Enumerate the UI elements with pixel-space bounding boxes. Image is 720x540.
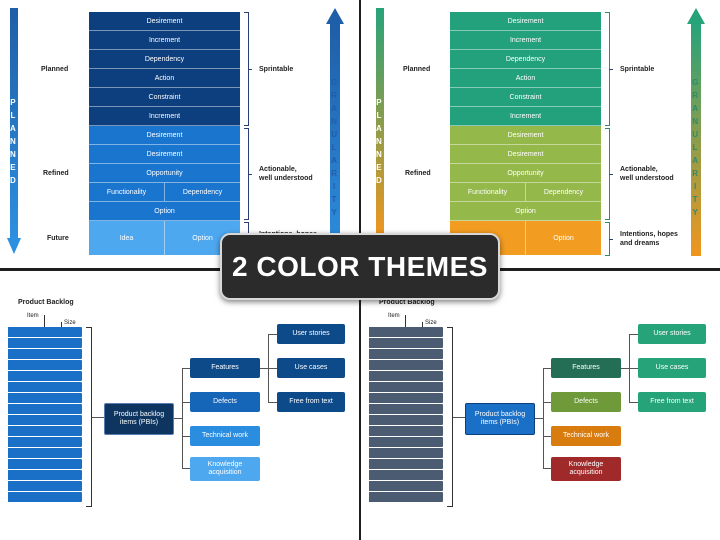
planned-level-label: Planned bbox=[41, 66, 69, 73]
refined-brace bbox=[244, 128, 252, 220]
defects-box: Defects bbox=[551, 392, 621, 412]
size-label: Size bbox=[425, 320, 437, 326]
backlog-brace bbox=[86, 327, 92, 507]
backlog-bars bbox=[8, 327, 82, 503]
stack-row: Action bbox=[89, 69, 240, 88]
color-themes-banner: 2 COLOR THEMES bbox=[220, 233, 500, 300]
backlog-stack: Desirement Increment Dependency Action C… bbox=[450, 12, 601, 255]
stack-row: Option bbox=[89, 202, 240, 221]
use-cases-box: Use cases bbox=[638, 358, 706, 378]
features-box: Features bbox=[551, 358, 621, 378]
stack-row: Desirement bbox=[89, 12, 240, 31]
product-backlog-title: Product Backlog bbox=[18, 299, 74, 306]
sprintable-label: Sprintable bbox=[620, 66, 655, 73]
stack-row: Opportunity bbox=[450, 164, 601, 183]
size-tick bbox=[61, 322, 62, 327]
size-tick bbox=[422, 322, 423, 327]
planned-brace bbox=[605, 12, 613, 126]
banner-text: 2 COLOR THEMES bbox=[232, 250, 488, 282]
backlog-stack: Desirement Increment Dependency Action C… bbox=[89, 12, 240, 255]
stack-row: Desirement bbox=[450, 126, 601, 145]
stack-row: Increment bbox=[89, 107, 240, 126]
stack-row: Action bbox=[450, 69, 601, 88]
stack-row: Desirement bbox=[89, 145, 240, 164]
stack-row: Dependency bbox=[450, 50, 601, 69]
stack-row: Desirement bbox=[450, 145, 601, 164]
stack-row: Constraint bbox=[89, 88, 240, 107]
use-cases-box: Use cases bbox=[277, 358, 345, 378]
stack-row: Increment bbox=[89, 31, 240, 50]
blue-backlog-panel: Product Backlog Item Size Product backlo… bbox=[0, 271, 359, 540]
stack-row: Constraint bbox=[450, 88, 601, 107]
user-stories-box: User stories bbox=[638, 324, 706, 344]
free-text-box: Free from text bbox=[638, 392, 706, 412]
stack-row: Desirement bbox=[89, 126, 240, 145]
stack-row: Increment bbox=[450, 107, 601, 126]
future-brace bbox=[605, 222, 613, 256]
backlog-brace bbox=[447, 327, 453, 507]
free-text-box: Free from text bbox=[277, 392, 345, 412]
actionable-label: Actionable,well understood bbox=[620, 166, 674, 182]
refined-level-label: Refined bbox=[43, 170, 69, 177]
technical-work-box: Technical work bbox=[551, 426, 621, 446]
color-backlog-panel: Product Backlog Item Size Product backlo… bbox=[361, 271, 720, 540]
planned-level-label: Planned bbox=[403, 66, 431, 73]
future-level-label: Future bbox=[47, 235, 69, 242]
stack-row: Desirement bbox=[450, 12, 601, 31]
granularity-arrow-icon bbox=[687, 8, 705, 256]
refined-level-label: Refined bbox=[405, 170, 431, 177]
actionable-label: Actionable,well understood bbox=[259, 166, 313, 182]
features-box: Features bbox=[190, 358, 260, 378]
product-backlog-title: Product Backlog bbox=[379, 299, 435, 306]
user-stories-box: User stories bbox=[277, 324, 345, 344]
sprintable-label: Sprintable bbox=[259, 66, 294, 73]
item-label: Item bbox=[27, 313, 39, 319]
stack-row: Increment bbox=[450, 31, 601, 50]
stack-row: Opportunity bbox=[89, 164, 240, 183]
planned-arrow-icon bbox=[7, 8, 21, 254]
defects-box: Defects bbox=[190, 392, 260, 412]
size-label: Size bbox=[64, 320, 76, 326]
item-tick bbox=[44, 315, 45, 327]
refined-brace bbox=[605, 128, 613, 220]
stack-row: Dependency bbox=[89, 50, 240, 69]
granularity-arrow-icon bbox=[326, 8, 344, 256]
backlog-bars bbox=[369, 327, 443, 503]
stack-row: Option bbox=[450, 202, 601, 221]
planned-brace bbox=[244, 12, 252, 126]
item-label: Item bbox=[388, 313, 400, 319]
technical-work-box: Technical work bbox=[190, 426, 260, 446]
item-tick bbox=[405, 315, 406, 327]
